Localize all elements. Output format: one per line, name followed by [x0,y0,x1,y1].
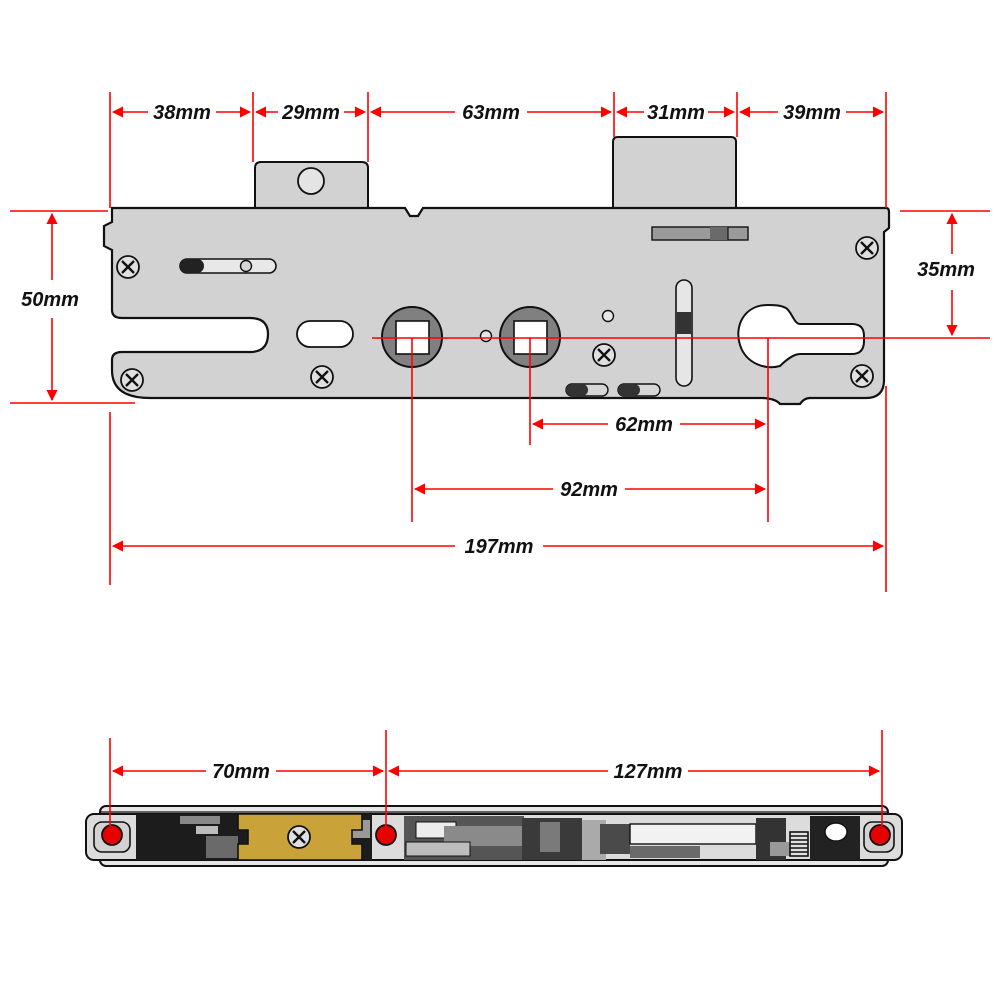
dimension-29mm: 29mm [281,102,340,124]
edge-dimensions: 70mm 127mm [109,730,883,826]
dimension-63mm: 63mm [462,102,520,124]
oval-hole [296,320,354,348]
dimension-92mm: 92mm [560,479,618,501]
lock-edge-view [85,805,903,867]
euro-cylinder-cutout [737,303,865,369]
indicator-bar [651,226,749,241]
dimension-70mm: 70mm [212,761,270,783]
dimension-50mm: 50mm [21,289,79,311]
lock-case-front [102,136,891,406]
red-dot-marker [869,824,891,846]
dimension-197mm: 197mm [465,536,534,558]
cross-screw-icon [119,367,145,393]
bolt-bar [629,823,757,845]
tab-hole [297,167,325,195]
front-dimensions: 38mm 29mm 63mm 31mm 39mm 50mm 35mm 62mm [10,92,990,592]
small-hole [601,309,615,323]
top-tab-right [612,136,737,211]
red-dot-marker [375,824,397,846]
dimension-127mm: 127mm [614,761,683,783]
edge-hole [824,822,848,842]
cross-screw-icon [309,364,335,390]
slot-pin [239,259,253,273]
slot-top-left-fill [180,259,204,273]
red-dot-marker [101,824,123,846]
indicator-bar-dark [710,227,728,240]
cross-screw-icon [591,342,617,368]
cross-screw-icon [854,235,880,261]
cross-screw-icon [849,363,875,389]
cross-screw-icon [286,824,312,850]
spring [789,831,809,857]
lower-slot-fill [618,384,640,396]
dimension-39mm: 39mm [783,102,841,124]
dimension-31mm: 31mm [647,102,705,124]
vertical-slot-fill [677,312,691,334]
dimension-35mm: 35mm [917,259,975,281]
small-hole [479,329,493,343]
cross-screw-icon [115,254,141,280]
lower-slot-fill [566,384,588,396]
dimension-62mm: 62mm [615,414,673,436]
dimension-38mm: 38mm [153,102,211,124]
